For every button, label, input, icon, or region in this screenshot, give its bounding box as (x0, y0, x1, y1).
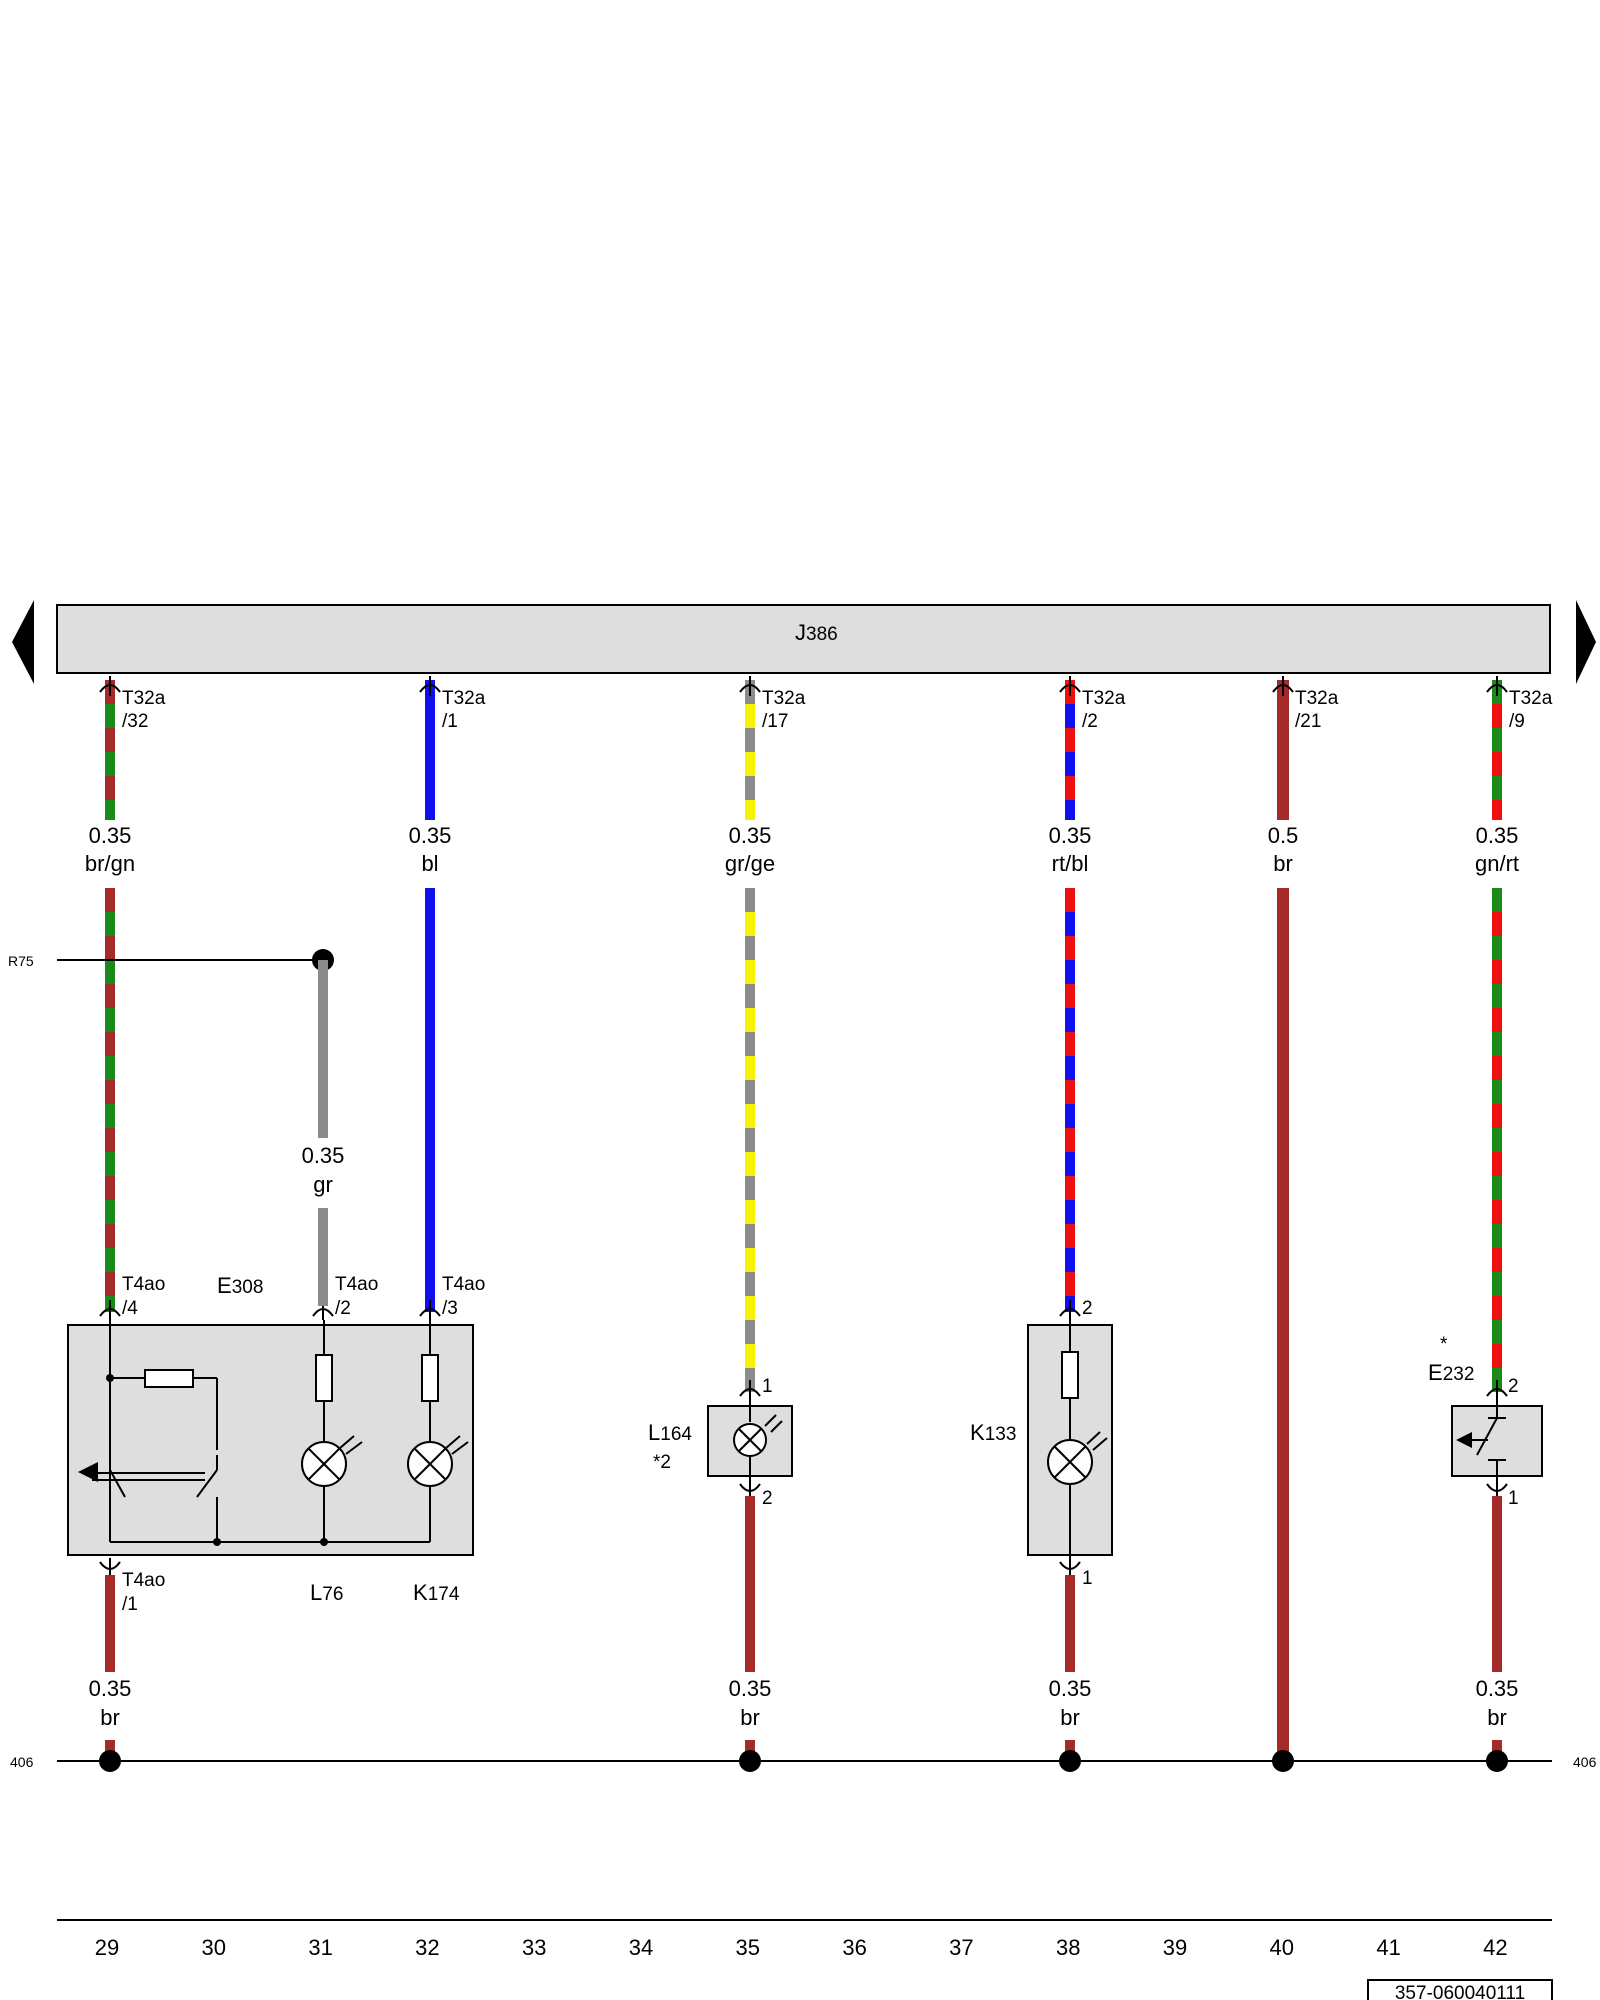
track-number: 35 (736, 1935, 760, 1960)
ground-g35-color: br (740, 1705, 760, 1730)
ground-ref-left: 406 (10, 1754, 34, 1770)
component-l164-label: L164 (648, 1420, 692, 1445)
component-e232-label: E232 (1428, 1360, 1474, 1385)
track-numbers: 29 30 31 32 33 34 35 36 37 38 39 40 41 42 (95, 1935, 1508, 1960)
e308-internal-circuit (92, 1320, 453, 1543)
track-number: 29 (95, 1935, 119, 1960)
wire-w35-conn: T32a (762, 688, 806, 709)
pin-t4ao-4-conn: T4ao (122, 1274, 165, 1295)
ground-g38-color: br (1060, 1705, 1080, 1730)
pin-t4ao-2-conn: T4ao (335, 1274, 378, 1295)
k133-lamp-icon (1047, 1320, 1108, 1560)
track-number: 40 (1270, 1935, 1294, 1960)
wire-gr-lower (318, 1208, 328, 1306)
ground-g38-size: 0.35 (1049, 1676, 1092, 1701)
control-unit-label: J386 (795, 620, 838, 645)
pin-t4ao-1-conn: T4ao (122, 1570, 165, 1591)
wire-w29-pin: /32 (122, 711, 148, 732)
track-number: 38 (1056, 1935, 1080, 1960)
ground-g29-size: 0.35 (89, 1676, 132, 1701)
ground-g35-size: 0.35 (729, 1676, 772, 1701)
wire-w38-size: 0.35 (1049, 823, 1092, 848)
wire-w29-conn: T32a (122, 688, 166, 709)
r75-reference-label: R75 (8, 953, 34, 969)
e232-pin-1: 1 (1508, 1488, 1519, 1509)
ground-g29-color: br (100, 1705, 120, 1730)
track-number: 36 (842, 1935, 866, 1960)
wire-w42-size: 0.35 (1476, 823, 1519, 848)
track-number: 37 (949, 1935, 973, 1960)
l164-pin-1: 1 (762, 1376, 773, 1397)
component-e308-label: E308 (217, 1273, 263, 1298)
wire-w32-size: 0.35 (409, 823, 452, 848)
e308-actuator-arrow-icon (78, 1462, 98, 1482)
control-unit-j386 (56, 604, 1551, 674)
pin-t4ao-1-num: /1 (122, 1594, 138, 1615)
component-k133-label: K133 (970, 1420, 1016, 1445)
wire-gr-size: 0.35 (302, 1143, 345, 1168)
next-page-arrow-icon[interactable] (1576, 600, 1596, 684)
pin-t4ao-2-num: /2 (335, 1298, 351, 1319)
component-l164-note: *2 (653, 1452, 671, 1473)
wire-w32-conn: T32a (442, 688, 486, 709)
pin-t4ao-3-num: /3 (442, 1298, 458, 1319)
wire-w42-color: gn/rt (1475, 851, 1519, 876)
wire-w40-pin: /21 (1295, 711, 1321, 732)
track-number: 31 (308, 1935, 332, 1960)
wire-w38-pin: /2 (1082, 711, 1098, 732)
track-number: 32 (415, 1935, 439, 1960)
wire-w40-size: 0.5 (1268, 823, 1299, 848)
track-number: 34 (629, 1935, 653, 1960)
doc-number: 357-060040111 (1395, 1983, 1525, 2000)
wire-w40-color: br (1273, 851, 1293, 876)
k133-pin-1: 1 (1082, 1568, 1093, 1589)
component-e308-box (67, 1324, 474, 1556)
ground-g42-color: br (1487, 1705, 1507, 1730)
ground-g42-size: 0.35 (1476, 1676, 1519, 1701)
wires-group: T32a/320.35br/gnT32a/10.35blT32a/170.35g… (85, 676, 1553, 1772)
wire-gr-upper (318, 960, 328, 1138)
e308-node-3 (320, 1538, 328, 1546)
wire-w29-color: br/gn (85, 851, 135, 876)
component-l76-label: L76 (310, 1580, 343, 1605)
component-k174-label: K174 (413, 1580, 460, 1605)
wire-w42-conn: T32a (1509, 688, 1553, 709)
pin-t4ao-3-conn: T4ao (442, 1274, 485, 1295)
l164-pin-2: 2 (762, 1488, 773, 1509)
e308-node-2 (213, 1538, 221, 1546)
e232-pin-2: 2 (1508, 1376, 1519, 1397)
track-number: 30 (202, 1935, 226, 1960)
track-number: 42 (1483, 1935, 1507, 1960)
e232-switch-icon (1464, 1392, 1506, 1488)
wire-w42-pin: /9 (1509, 711, 1525, 732)
pin-t4ao-4-num: /4 (122, 1298, 138, 1319)
e232-actuator-arrow-icon (1456, 1432, 1472, 1448)
wire-w38-conn: T32a (1082, 688, 1126, 709)
wire-w32-pin: /1 (442, 711, 458, 732)
light-rays-icon (339, 1435, 469, 1455)
track-number: 39 (1163, 1935, 1187, 1960)
k133-pin-2: 2 (1082, 1298, 1093, 1319)
e308-node (106, 1374, 114, 1382)
ground-ref-right: 406 (1573, 1754, 1597, 1770)
wire-w35-color: gr/ge (725, 851, 775, 876)
wire-w40-conn: T32a (1295, 688, 1339, 709)
prev-page-arrow-icon[interactable] (12, 600, 34, 684)
wire-w35-size: 0.35 (729, 823, 772, 848)
wire-w32-color: bl (421, 851, 438, 876)
wire-w35-pin: /17 (762, 711, 788, 732)
doc-number-box (1367, 1979, 1553, 2000)
wire-gr-color: gr (313, 1172, 333, 1197)
track-number: 33 (522, 1935, 546, 1960)
l164-lamp-icon (733, 1392, 783, 1488)
wire-w29-size: 0.35 (89, 823, 132, 848)
wire-w38-color: rt/bl (1052, 851, 1089, 876)
component-e232-note: * (1440, 1334, 1448, 1355)
track-number: 41 (1376, 1935, 1400, 1960)
